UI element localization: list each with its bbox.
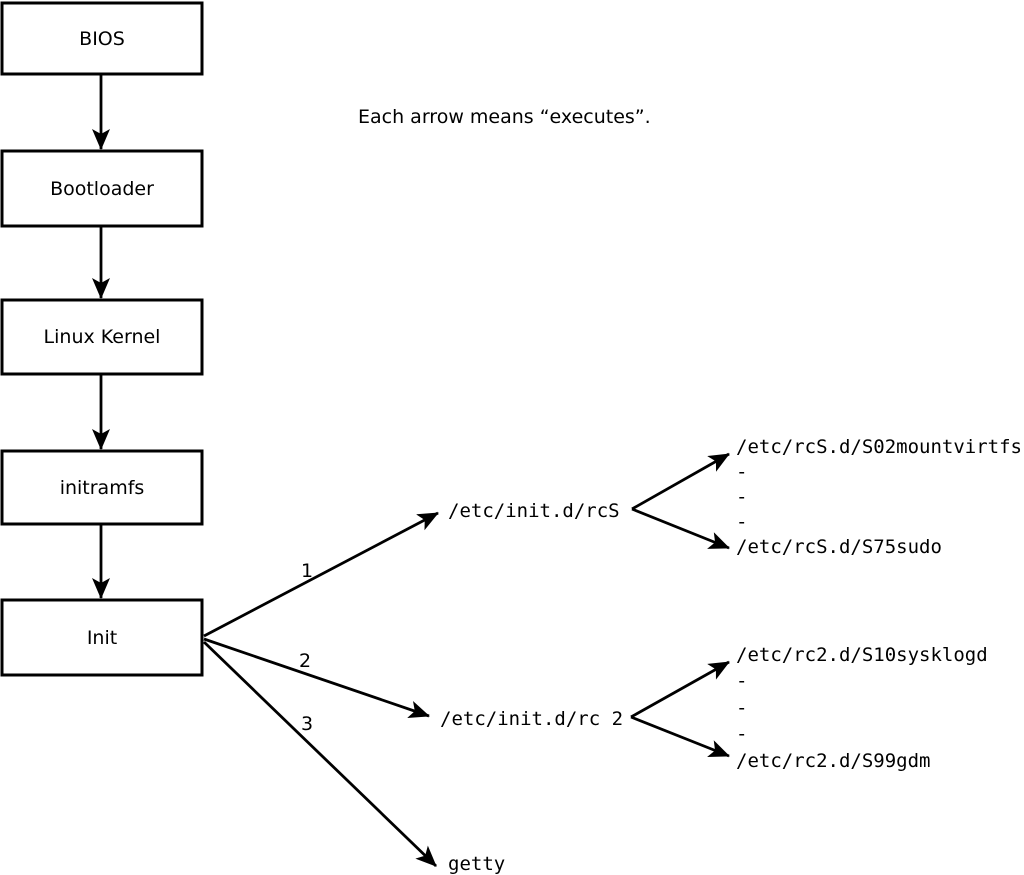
node-bootloader-label: Bootloader — [50, 178, 154, 200]
rcS-script-S02mountvirtfs: /etc/rcS.d/S02mountvirtfs — [736, 436, 1022, 458]
rc2-script-ellipsis-2: - — [736, 697, 747, 719]
node-initramfs — [0, 449, 204, 526]
arrow-rc2-to-S99gdm — [630, 715, 730, 758]
branch-label-2: 2 — [299, 650, 311, 672]
node-linux-kernel — [0, 298, 204, 376]
node-bootloader — [0, 149, 204, 228]
rc2-script-ellipsis-3: - — [736, 723, 747, 745]
arrow-init-to-getty — [203, 640, 437, 868]
node-init-label: Init — [87, 627, 117, 649]
branch-label-1: 1 — [301, 560, 313, 582]
rc2-script-ellipsis-1: - — [736, 670, 747, 692]
node-linux-kernel-label: Linux Kernel — [44, 326, 161, 348]
node-bios-label: BIOS — [79, 28, 125, 50]
arrow-init-to-rc2 — [203, 637, 430, 719]
target-rcS-label: /etc/init.d/rcS — [448, 500, 620, 522]
rcS-script-ellipsis-2: - — [736, 486, 747, 508]
caption-arrow-meaning: Each arrow means “executes”. — [358, 106, 651, 128]
arrow-rcS-to-S75sudo — [631, 507, 730, 550]
rcS-script-S75sudo: /etc/rcS.d/S75sudo — [736, 536, 942, 558]
node-init — [0, 598, 204, 677]
rc2-script-S99gdm: /etc/rc2.d/S99gdm — [736, 750, 930, 772]
arrow-rc2-to-S10sysklogd — [630, 660, 730, 719]
branch-label-3: 3 — [301, 713, 313, 735]
target-rc2-label: /etc/init.d/rc 2 — [440, 708, 623, 730]
rcS-script-ellipsis-1: - — [736, 461, 747, 483]
node-bios — [0, 1, 204, 76]
rcS-script-ellipsis-3: - — [736, 511, 747, 533]
node-initramfs-label: initramfs — [60, 477, 145, 499]
rc2-script-S10sysklogd: /etc/rc2.d/S10sysklogd — [736, 644, 988, 666]
arrow-init-to-rcS — [203, 511, 439, 638]
target-getty-label: getty — [448, 853, 505, 875]
arrow-rcS-to-S02mountvirtfs — [631, 452, 730, 511]
